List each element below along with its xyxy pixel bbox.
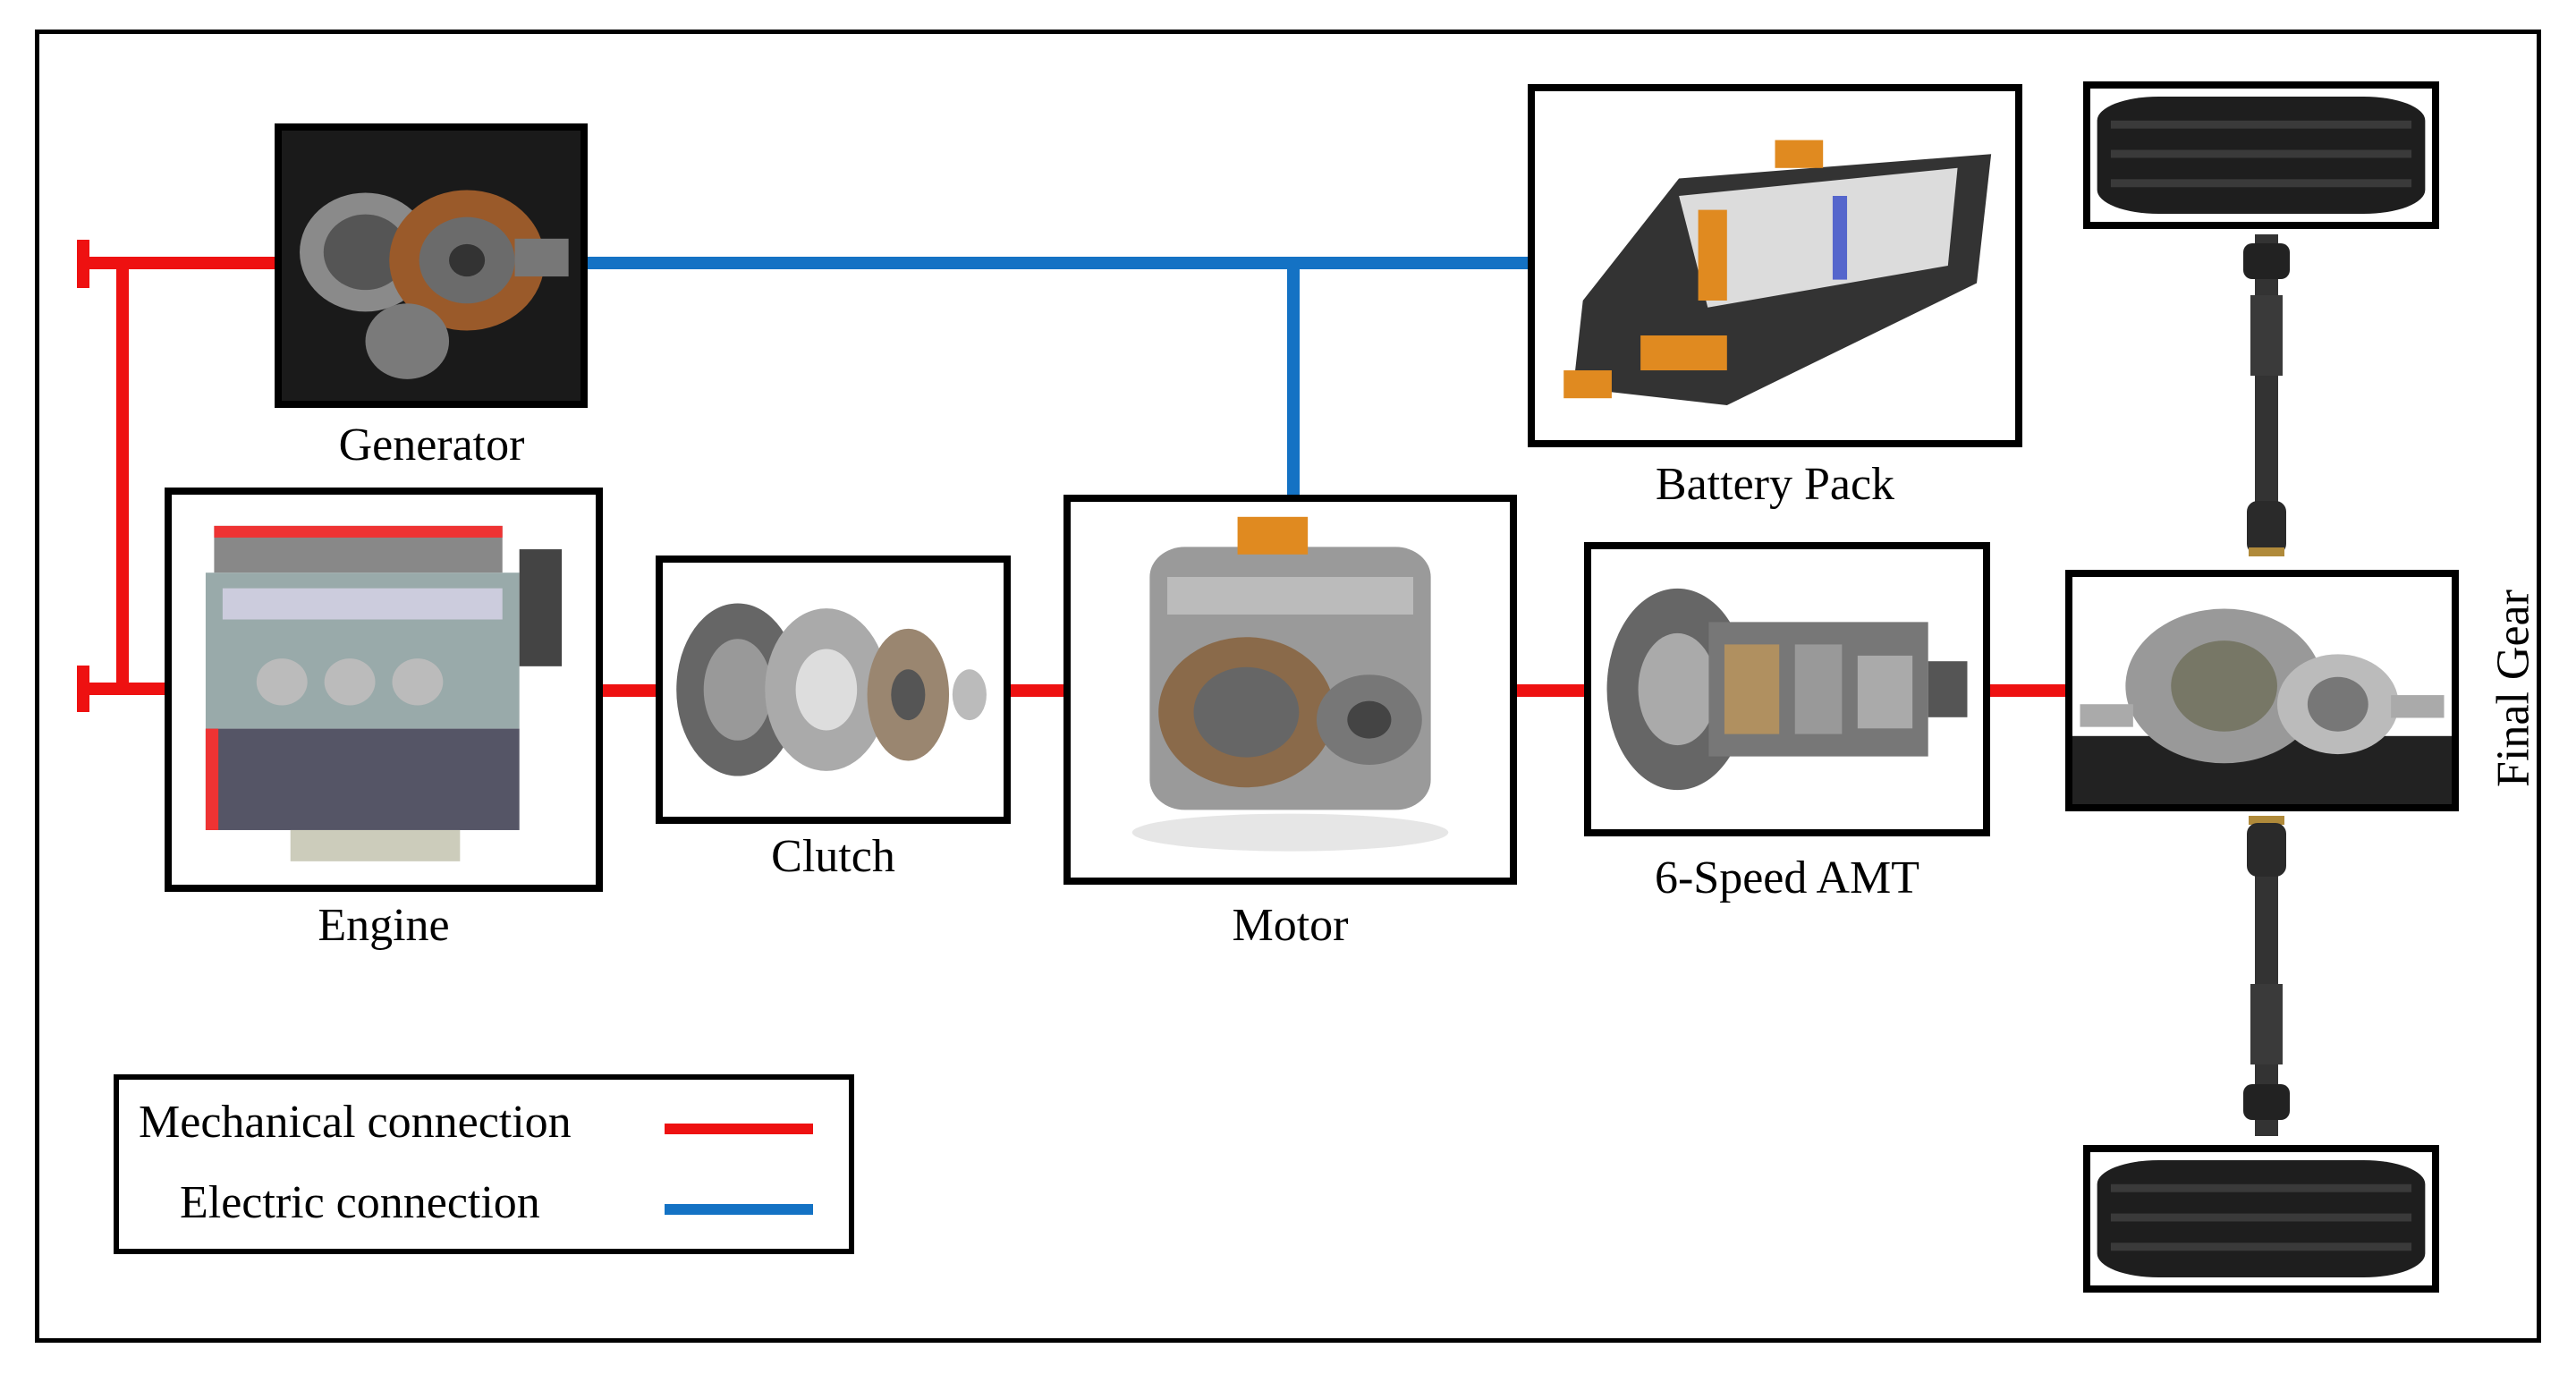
- engine-label: Engine: [318, 900, 450, 951]
- clutch-image: [656, 556, 1011, 824]
- final-gear-label: Final Gear: [2487, 589, 2539, 787]
- mechanical-lines: [77, 240, 2072, 712]
- clutch-label: Clutch: [771, 831, 895, 882]
- legend-electric-label: Electric connection: [180, 1177, 540, 1228]
- generator-image: [275, 123, 588, 408]
- tire-top-image: [2083, 81, 2439, 229]
- drive-shaft-lower: [2243, 816, 2290, 1136]
- generator-label: Generator: [338, 420, 525, 471]
- drive-shaft-upper: [2243, 234, 2290, 556]
- legend-mechanical-label: Mechanical connection: [139, 1097, 572, 1148]
- motor-image: [1063, 495, 1517, 885]
- amt-label: 6-Speed AMT: [1654, 852, 1920, 903]
- final-gear-image: [2065, 570, 2459, 811]
- diagram-frame: [35, 30, 2541, 1343]
- legend: Mechanical connection Electric connectio…: [114, 1074, 854, 1254]
- battery-pack-label: Battery Pack: [1655, 459, 1895, 510]
- tire-bottom-image: [2083, 1145, 2439, 1293]
- amt-image: [1584, 542, 1990, 836]
- engine-image: [165, 488, 603, 892]
- legend-mechanical-swatch: [665, 1124, 813, 1134]
- battery-pack-image: [1528, 84, 2022, 447]
- motor-label: Motor: [1232, 900, 1349, 951]
- electric-lines: [585, 257, 1531, 497]
- legend-electric-swatch: [665, 1204, 813, 1215]
